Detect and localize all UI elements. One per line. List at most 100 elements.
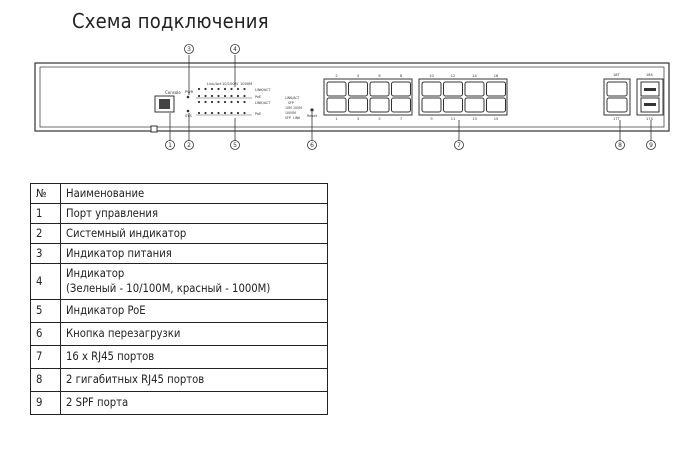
status-labels: LINK/ACT SFP 10M 100M 1000M SFP LINK [285, 96, 302, 120]
led-indicator [197, 87, 201, 91]
header-name: Наименование [60, 183, 328, 204]
port-led-matrix [196, 87, 252, 116]
svg-text:SFP: SFP [288, 101, 294, 105]
led-indicator [217, 87, 220, 91]
led-indicator [243, 94, 246, 98]
rj45-port [421, 97, 442, 113]
svg-text:6: 6 [310, 142, 314, 149]
table-cell-multiline: Индикатор (Зеленый - 10/100M, красный - … [60, 263, 328, 300]
rj45-port [348, 81, 368, 97]
led-indicator [204, 111, 207, 115]
led-indicator [236, 94, 240, 98]
led-indicator [223, 111, 227, 115]
console-port: Console [154, 90, 181, 113]
led-indicator [197, 94, 201, 98]
uplink-ports: 18T 17T [603, 73, 631, 121]
switch-front-panel-diagram: Console PWR SYS Link/Act 10/100M 1000M L… [34, 44, 670, 150]
led-indicator [230, 111, 233, 115]
led-indicator [243, 111, 246, 115]
table-row: 5 Индикатор PoE [30, 299, 328, 323]
sfp-ports: 18S 17S [636, 73, 664, 121]
led-indicator [197, 111, 201, 115]
table-row: 6 Кнопка перезагрузки [30, 322, 328, 346]
port-number-label: 4 [357, 74, 360, 78]
rj45-port [486, 97, 506, 113]
port-number-label: 12 [451, 74, 456, 78]
led-indicator [217, 94, 220, 98]
svg-text:Link/Act: Link/Act [207, 82, 222, 86]
led-indicator [223, 100, 227, 104]
table-row: 9 2 SPF порта [30, 391, 328, 415]
console-label: Console [165, 90, 181, 95]
svg-text:10/100M: 10/100M [222, 82, 238, 86]
svg-text:8: 8 [618, 142, 622, 149]
rj45-port [348, 97, 368, 113]
port-number-label: 3 [357, 117, 359, 121]
led-indicator [210, 87, 214, 91]
svg-text:1000M: 1000M [285, 111, 296, 115]
table-row: 2 Системный индикатор [30, 223, 328, 244]
svg-text:LINK/ACT: LINK/ACT [255, 88, 271, 92]
port-number-label: 5 [378, 117, 380, 121]
header-number: № [30, 183, 61, 204]
rj45-port [369, 81, 390, 97]
led-indicator [210, 94, 214, 98]
callout-3 [184, 44, 194, 54]
led-indicator [236, 100, 240, 104]
svg-text:100M: 100M [293, 106, 302, 110]
port-number-label: 15 [494, 117, 499, 121]
switch-chassis [34, 62, 670, 133]
svg-text:2: 2 [187, 142, 191, 149]
svg-text:18T: 18T [613, 73, 621, 77]
rj45-port [464, 81, 485, 97]
led-indicator [223, 94, 227, 98]
svg-text:5: 5 [233, 142, 237, 149]
callout-2 [184, 140, 194, 150]
rj45-port [369, 97, 390, 113]
table-row: 1 Порт управления [30, 203, 328, 224]
svg-text:9: 9 [649, 142, 653, 149]
led-indicator [204, 87, 207, 91]
led-indicator [230, 100, 233, 104]
page-title: Схема подключения [72, 9, 269, 33]
led-indicator [223, 87, 227, 91]
port-number-label: 8 [400, 74, 403, 78]
svg-text:18S: 18S [646, 73, 654, 77]
svg-text:1000M: 1000M [240, 82, 252, 86]
port-number-label: 16 [494, 74, 499, 78]
rj45-port [326, 97, 347, 113]
svg-text:3: 3 [187, 46, 191, 53]
led-indicator [217, 100, 220, 104]
svg-text:PoE: PoE [255, 95, 261, 99]
led-indicator [204, 94, 207, 98]
table-row: 3 Индикатор питания [30, 243, 328, 264]
port-number-label: 6 [378, 74, 381, 78]
callout-5 [230, 140, 240, 150]
rj45-port [326, 81, 347, 97]
port-number-label: 2 [335, 74, 337, 78]
led-header: Link/Act 10/100M 1000M [207, 82, 252, 86]
svg-text:LINK/ACT: LINK/ACT [255, 101, 271, 105]
svg-text:PoE: PoE [255, 112, 261, 116]
led-indicator [236, 111, 240, 115]
callout-1 [165, 140, 175, 150]
callout-6 [307, 140, 317, 150]
port-number-label: 14 [472, 74, 477, 78]
rj45-port [486, 81, 506, 97]
port-number-label: 7 [400, 117, 402, 121]
led-indicator [210, 111, 214, 115]
led-indicator [243, 100, 246, 104]
led-indicator [236, 87, 240, 91]
table-row: 4 Индикатор (Зеленый - 10/100M, красный … [30, 263, 328, 300]
table-row: 8 2 гигабитных RJ45 портов [30, 368, 328, 392]
callout-8 [615, 140, 625, 150]
led-indicator [204, 100, 207, 104]
table-row: 7 16 x RJ45 портов [30, 345, 328, 369]
rj45-port [443, 81, 463, 97]
rj45-port [391, 97, 411, 113]
svg-text:LINK/ACT: LINK/ACT [285, 96, 300, 100]
callout-numbers: 3 4 1 2 5 6 7 8 9 [168, 46, 653, 149]
rj45-port [443, 97, 463, 113]
table-header-row: № Наименование [30, 183, 328, 204]
